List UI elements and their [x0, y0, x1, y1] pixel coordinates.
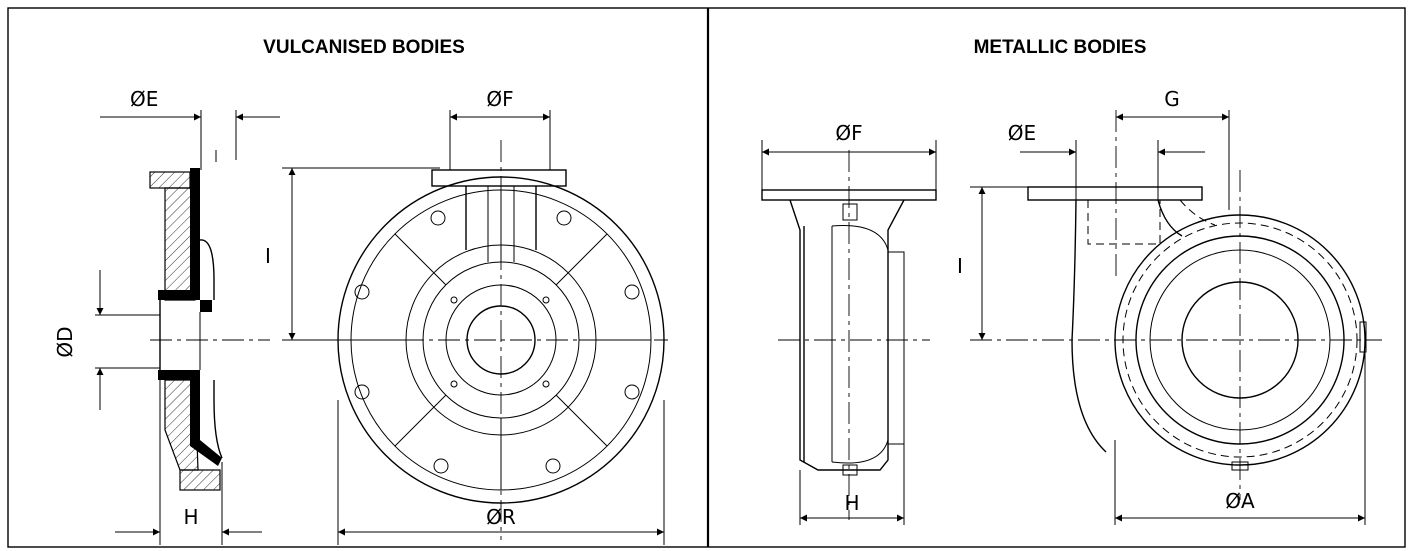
dim-label-A: ØA — [1225, 489, 1255, 513]
panel-title-metallic: METALLIC BODIES — [974, 37, 1147, 58]
dim-label-I-metallic: I — [957, 254, 963, 278]
dim-label-R: ØR — [486, 505, 516, 529]
dim-label-D: ØD — [53, 326, 77, 357]
dim-label-F-metallic: ØF — [835, 121, 862, 145]
dim-label-I: I — [265, 244, 271, 268]
metallic-front-view: G ØE I ØA — [957, 87, 1382, 525]
panel-title-vulcanised: VULCANISED BODIES — [263, 37, 465, 58]
dim-label-E: ØE — [130, 87, 158, 111]
vulcanised-front-view: ØF I ØR — [265, 87, 668, 545]
vulcanised-panel: VULCANISED BODIES — [53, 37, 668, 545]
dim-label-E-metallic: ØE — [1008, 121, 1036, 145]
dim-label-F: ØF — [486, 87, 513, 111]
metallic-side-view: ØF H — [761, 121, 937, 525]
dim-label-H: H — [183, 505, 198, 529]
metallic-panel: METALLIC BODIES ØF H — [761, 37, 1382, 525]
outer-frame — [7, 7, 1406, 548]
dim-label-H-metallic: H — [844, 491, 859, 515]
vulcanised-side-view: ØE ØD H — [53, 87, 280, 545]
dim-label-G: G — [1164, 87, 1180, 111]
